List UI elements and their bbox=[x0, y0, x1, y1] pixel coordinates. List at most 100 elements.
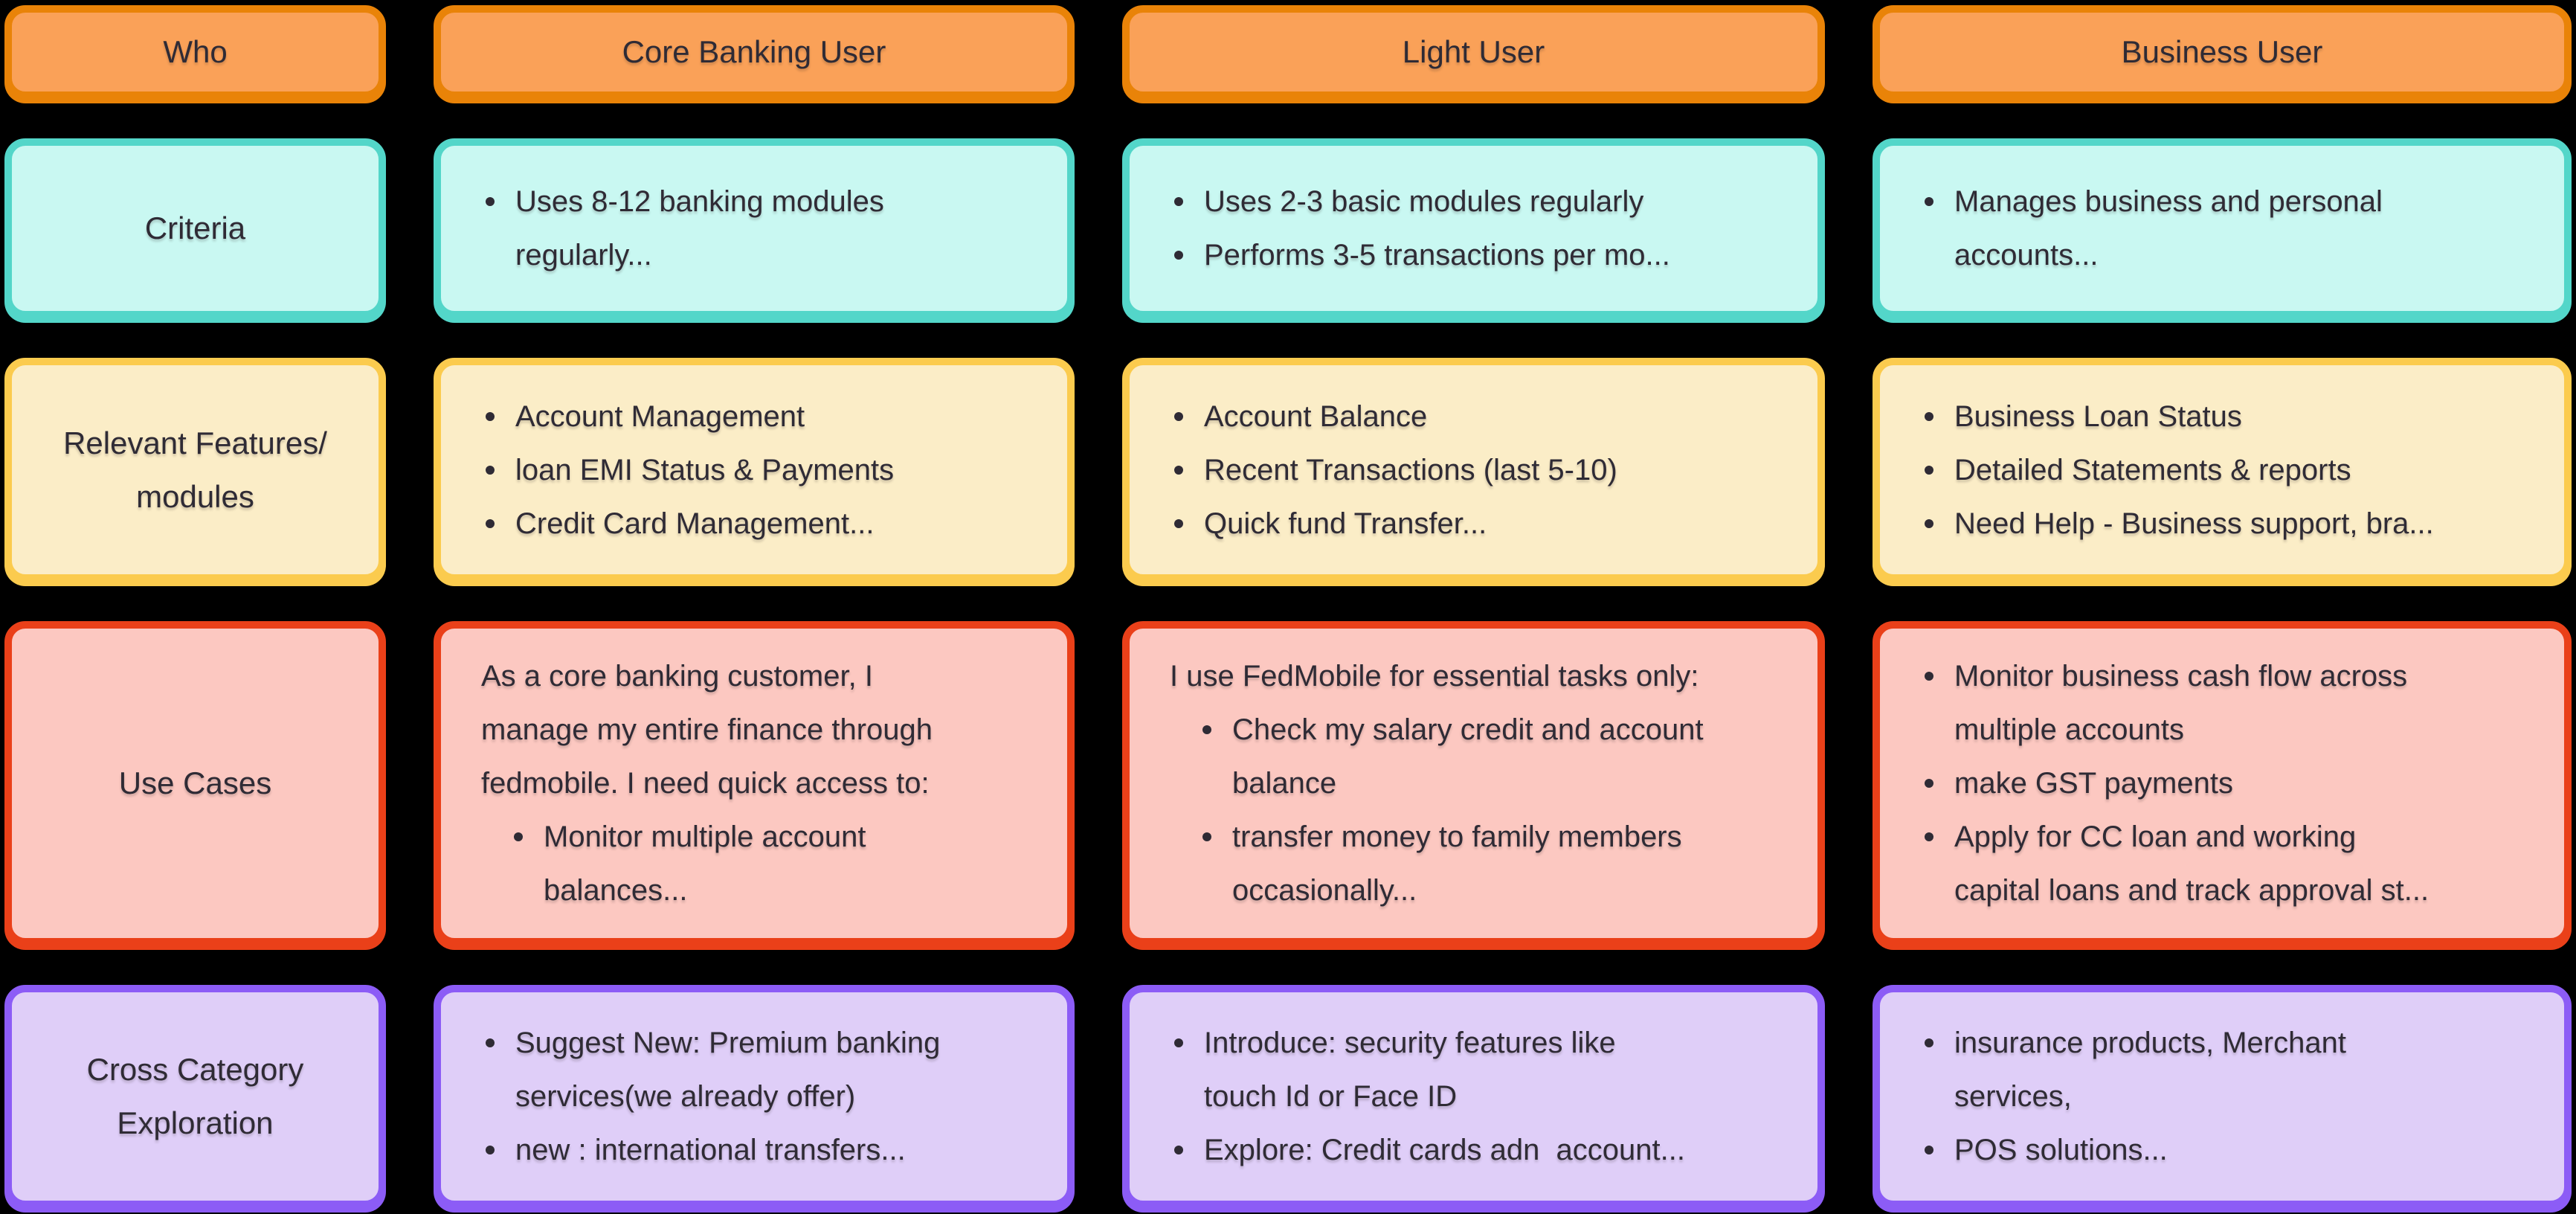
bullet-text: Monitor multiple account balances... bbox=[544, 820, 866, 907]
bullet-item: make GST payments bbox=[1920, 757, 2539, 810]
bullet-item: transfer money to family members occasio… bbox=[1198, 810, 1792, 917]
header-label-core-banking-user: Core Banking User bbox=[622, 34, 886, 69]
bullet-text: make GST payments bbox=[1954, 767, 2233, 800]
bullet-item: new : international transfers... bbox=[481, 1123, 1042, 1177]
bullet-item: Account Management bbox=[481, 390, 1042, 443]
bullet-dot bbox=[486, 518, 495, 528]
bullet-dot bbox=[1925, 1038, 1933, 1047]
bullet-text: Credit Card Management... bbox=[515, 507, 875, 540]
bullet-list: Monitor business cash flow across multip… bbox=[1920, 649, 2539, 917]
bullet-list: Suggest New: Premium banking services(we… bbox=[481, 1016, 1042, 1177]
header-cell-business-user: Business User bbox=[1873, 5, 2572, 99]
bullet-item: Quick fund Transfer... bbox=[1170, 497, 1792, 550]
bullet-list: Introduce: security features like touch … bbox=[1170, 1016, 1792, 1177]
header-label-who: Who bbox=[163, 34, 228, 69]
bullet-dot bbox=[486, 1038, 495, 1047]
use-case-paragraph: As a core banking customer, I manage my … bbox=[481, 660, 933, 800]
bullet-dot bbox=[1174, 1038, 1183, 1047]
bullet-list: Account Management loan EMI Status & Paym… bbox=[481, 390, 1042, 550]
cross-category-business-cell: insurance products, Merchant services, PO… bbox=[1873, 985, 2572, 1208]
header-cell-core-banking-user: Core Banking User bbox=[434, 5, 1075, 99]
use-cases-business-cell: Monitor business cash flow across multip… bbox=[1873, 621, 2572, 945]
bullet-text: Suggest New: Premium banking services(we… bbox=[515, 1027, 941, 1113]
bullet-text: Performs 3-5 transactions per mo... bbox=[1204, 239, 1670, 272]
criteria-core-cell: Uses 8-12 banking modules regularly... bbox=[434, 138, 1075, 318]
use-cases-core-cell: As a core banking customer, I manage my … bbox=[434, 621, 1075, 945]
bullet-dot bbox=[1925, 197, 1933, 206]
bullet-text: Explore: Credit cards adn account... bbox=[1204, 1134, 1685, 1166]
bullet-dot bbox=[1202, 725, 1211, 734]
bullet-text: Quick fund Transfer... bbox=[1204, 507, 1487, 540]
bullet-dot bbox=[1925, 672, 1933, 681]
row-label-text: Cross Category Exploration bbox=[86, 1052, 304, 1140]
bullet-text: loan EMI Status & Payments bbox=[515, 453, 895, 486]
bullet-dot bbox=[1925, 411, 1933, 421]
row-label-features: Relevant Features/ modules bbox=[4, 358, 386, 582]
row-label-text: Relevant Features/ modules bbox=[63, 425, 327, 514]
bullet-dot bbox=[1174, 251, 1183, 260]
bullet-dot bbox=[486, 197, 495, 206]
row-label-cross-category: Cross Category Exploration bbox=[4, 985, 386, 1208]
bullet-text: Uses 8-12 banking modules regularly... bbox=[515, 185, 884, 272]
bullet-text: new : international transfers... bbox=[515, 1134, 906, 1166]
bullet-text: Account Balance bbox=[1204, 399, 1428, 433]
bullet-item: Detailed Statements & reports bbox=[1920, 443, 2539, 497]
bullet-item: Credit Card Management... bbox=[481, 497, 1042, 550]
row-label-text: Use Cases bbox=[118, 765, 272, 800]
cross-category-core-cell: Suggest New: Premium banking services(we… bbox=[434, 985, 1075, 1208]
header-label-business-user: Business User bbox=[2121, 34, 2323, 69]
bullet-item: Explore: Credit cards adn account... bbox=[1170, 1123, 1792, 1177]
cross-category-light-cell: Introduce: security features like touch … bbox=[1122, 985, 1825, 1208]
bullet-text: Apply for CC loan and working capital lo… bbox=[1954, 820, 2430, 907]
bullet-dot bbox=[1174, 1146, 1183, 1154]
bullet-dot bbox=[1925, 518, 1933, 528]
bullet-list: Monitor multiple account balances... bbox=[509, 810, 1042, 917]
bullet-text: Monitor business cash flow across multip… bbox=[1954, 660, 2408, 746]
bullet-item: Business Loan Status bbox=[1920, 390, 2539, 443]
header-label-light-user: Light User bbox=[1402, 34, 1545, 69]
bullet-dot bbox=[1925, 779, 1933, 788]
bullet-item: Account Balance bbox=[1170, 390, 1792, 443]
bullet-list: insurance products, Merchant services, PO… bbox=[1920, 1016, 2539, 1177]
bullet-text: POS solutions... bbox=[1954, 1134, 2168, 1166]
bullet-dot bbox=[1174, 465, 1183, 475]
bullet-dot bbox=[1202, 832, 1211, 841]
bullet-item: Need Help - Business support, bra... bbox=[1920, 497, 2539, 550]
row-label-criteria: Criteria bbox=[4, 138, 386, 318]
bullet-item: Uses 8-12 banking modules regularly... bbox=[481, 175, 1042, 282]
bullet-dot bbox=[1174, 411, 1183, 421]
bullet-item: Apply for CC loan and working capital lo… bbox=[1920, 810, 2539, 917]
bullet-text: Business Loan Status bbox=[1954, 399, 2242, 433]
bullet-text: Uses 2-3 basic modules regularly bbox=[1204, 185, 1644, 218]
bullet-text: Introduce: security features like touch … bbox=[1204, 1027, 1616, 1113]
bullet-text: insurance products, Merchant services, bbox=[1954, 1027, 2346, 1113]
bullet-dot bbox=[486, 465, 495, 475]
use-case-paragraph: I use FedMobile for essential tasks only… bbox=[1170, 660, 1699, 693]
bullet-text: Recent Transactions (last 5-10) bbox=[1204, 453, 1617, 486]
bullet-dot bbox=[1925, 1146, 1933, 1154]
bullet-text: Check my salary credit and account balan… bbox=[1232, 713, 1704, 800]
bullet-item: Manages business and personal accounts..… bbox=[1920, 175, 2539, 282]
bullet-item: Check my salary credit and account balan… bbox=[1198, 703, 1792, 810]
bullet-text: Manages business and personal accounts..… bbox=[1954, 185, 2383, 272]
row-label-use-cases: Use Cases bbox=[4, 621, 386, 945]
bullet-dot bbox=[486, 1146, 495, 1154]
criteria-business-cell: Manages business and personal accounts..… bbox=[1873, 138, 2572, 318]
bullet-item: Recent Transactions (last 5-10) bbox=[1170, 443, 1792, 497]
persona-comparison-table: Who Core Banking User Light User Busines… bbox=[4, 5, 2572, 1208]
bullet-item: Monitor business cash flow across multip… bbox=[1920, 649, 2539, 757]
bullet-item: insurance products, Merchant services, bbox=[1920, 1016, 2539, 1123]
bullet-text: Need Help - Business support, bra... bbox=[1954, 507, 2434, 540]
bullet-list: Uses 8-12 banking modules regularly... bbox=[481, 175, 1042, 282]
bullet-item: Monitor multiple account balances... bbox=[509, 810, 1042, 917]
bullet-item: loan EMI Status & Payments bbox=[481, 443, 1042, 497]
bullet-item: Suggest New: Premium banking services(we… bbox=[481, 1016, 1042, 1123]
header-cell-who: Who bbox=[4, 5, 386, 99]
bullet-item: POS solutions... bbox=[1920, 1123, 2539, 1177]
bullet-dot bbox=[1925, 465, 1933, 475]
